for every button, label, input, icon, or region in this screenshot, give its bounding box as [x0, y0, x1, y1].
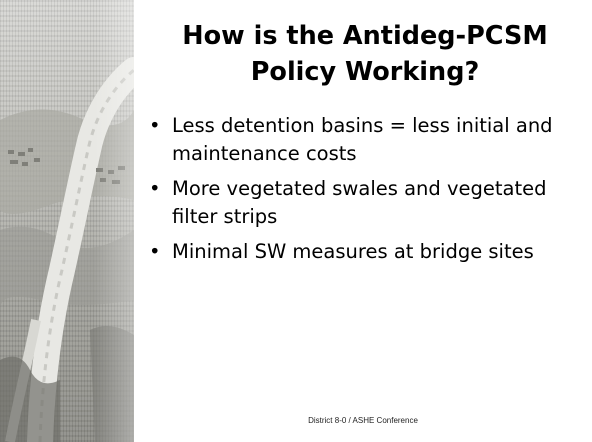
bullet-item: • More vegetated swales and vegetated fi…	[148, 175, 578, 231]
bullet-item: • Less detention basins = less initial a…	[148, 112, 578, 168]
aerial-highway-image	[0, 0, 134, 442]
title-line-1: How is the Antideg-PCSM	[182, 21, 548, 51]
bullet-item: • Minimal SW measures at bridge sites	[148, 238, 578, 266]
bullet-icon: •	[149, 177, 161, 200]
slide-footer: District 8-0 / ASHE Conference	[308, 416, 418, 425]
slide-title: How is the Antideg-PCSM Policy Working?	[150, 18, 580, 90]
bullet-text: Less detention basins = less initial and…	[172, 114, 553, 165]
bullet-text: More vegetated swales and vegetated filt…	[172, 177, 547, 228]
bullet-icon: •	[149, 114, 161, 137]
bullet-icon: •	[149, 240, 161, 263]
title-line-2: Policy Working?	[250, 57, 480, 87]
bullet-text: Minimal SW measures at bridge sites	[172, 240, 534, 263]
bullet-list: • Less detention basins = less initial a…	[148, 112, 578, 273]
